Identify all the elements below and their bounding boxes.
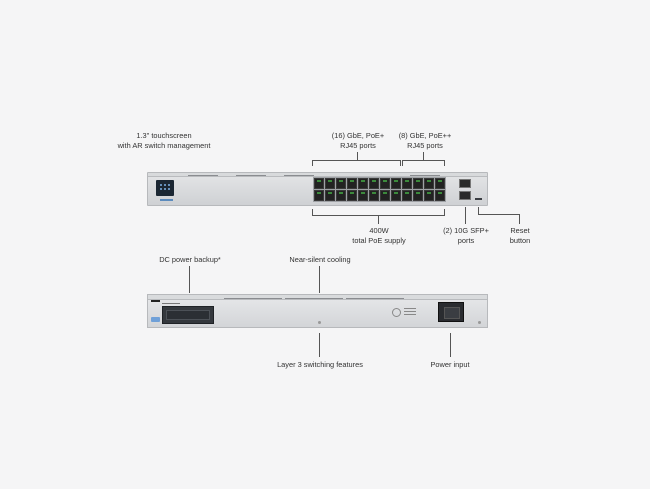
rj45-port[interactable] xyxy=(314,190,324,201)
rj45-port[interactable] xyxy=(424,190,434,201)
front-top-edge xyxy=(148,173,487,177)
rj45-port[interactable] xyxy=(347,178,357,189)
gbe-poe-label-line2: RJ45 ports xyxy=(340,141,376,150)
sfp-label-line1: (2) 10G SFP+ xyxy=(443,226,489,235)
back-top-edge xyxy=(148,295,487,300)
rj45-port[interactable] xyxy=(391,178,401,189)
ground-screw-icon xyxy=(478,321,481,324)
rj45-port[interactable] xyxy=(369,190,379,201)
ac-power-inlet[interactable] xyxy=(438,302,464,322)
poe-bracket-left xyxy=(312,160,313,166)
sfp-pointer-line xyxy=(465,207,466,224)
model-text-mark xyxy=(162,303,180,304)
poepp-bracket-left xyxy=(402,160,403,166)
rj45-port[interactable] xyxy=(314,178,324,189)
cooling-label: Near-silent cooling xyxy=(289,255,351,264)
rj45-port[interactable] xyxy=(435,178,445,189)
regulatory-text-mark xyxy=(404,308,416,309)
label-sticker xyxy=(151,300,160,302)
gbe-poepp-label: (8) GbE, PoE++ RJ45 ports xyxy=(392,131,458,151)
brand-logo-icon xyxy=(160,199,173,201)
touchscreen-label: 1.3" touchscreen with AR switch manageme… xyxy=(112,131,216,151)
rj45-port[interactable] xyxy=(380,190,390,201)
reset-pointer-drop xyxy=(478,207,479,215)
sfp-label: (2) 10G SFP+ ports xyxy=(440,226,492,246)
touchscreen-display[interactable] xyxy=(156,180,174,196)
reset-label: Reset button xyxy=(500,226,540,246)
rj45-port[interactable] xyxy=(413,190,423,201)
power-input-pointer xyxy=(450,333,451,357)
rj45-port-array xyxy=(313,177,446,202)
reset-pointer-run xyxy=(478,214,520,215)
touchscreen-label-line2: with AR switch management xyxy=(117,141,211,150)
poepp-bracket-right xyxy=(444,160,445,166)
poepp-bracket-top xyxy=(402,160,445,161)
rj45-port[interactable] xyxy=(347,190,357,201)
rj45-port[interactable] xyxy=(336,178,346,189)
rj45-port[interactable] xyxy=(358,190,368,201)
rj45-port[interactable] xyxy=(380,178,390,189)
dc-badge-icon xyxy=(151,317,160,322)
brand-logo-icon xyxy=(392,308,401,317)
cooling-pointer xyxy=(319,266,320,293)
poe-budget-label-line1: 400W xyxy=(369,226,389,235)
rj45-port[interactable] xyxy=(325,190,335,201)
reset-label-line2: button xyxy=(509,236,531,245)
rj45-port[interactable] xyxy=(435,190,445,201)
touchscreen-label-line1: 1.3" touchscreen xyxy=(136,131,192,140)
rj45-port[interactable] xyxy=(391,190,401,201)
gbe-poe-label-line1: (16) GbE, PoE+ xyxy=(331,131,385,140)
rj45-port[interactable] xyxy=(402,178,412,189)
dc-power-port[interactable] xyxy=(162,306,214,324)
vent-slot xyxy=(236,175,266,176)
reset-pointer-stem xyxy=(519,214,520,224)
layer3-pointer xyxy=(319,333,320,357)
vent-slot xyxy=(188,175,218,176)
rj45-port[interactable] xyxy=(325,178,335,189)
vent-slot xyxy=(285,298,343,299)
gbe-poe-label: (16) GbE, PoE+ RJ45 ports xyxy=(325,131,391,151)
sfp-port-group xyxy=(459,179,471,200)
gbe-poepp-label-line1: (8) GbE, PoE++ xyxy=(398,131,452,140)
rj45-port[interactable] xyxy=(369,178,379,189)
switch-front-panel xyxy=(147,172,488,206)
poe-bracket-right xyxy=(400,160,401,166)
gbe-poepp-label-line2: RJ45 ports xyxy=(407,141,443,150)
rj45-port[interactable] xyxy=(402,190,412,201)
poe-supply-bracket-stem xyxy=(378,215,379,224)
power-input-label: Power input xyxy=(430,360,470,369)
poe-bracket-stem xyxy=(357,152,358,160)
poe-budget-label: 400W total PoE supply xyxy=(340,226,418,246)
vent-slot xyxy=(224,298,282,299)
poe-supply-bracket-left xyxy=(312,209,313,215)
poe-budget-label-line2: total PoE supply xyxy=(352,236,406,245)
poepp-bracket-stem xyxy=(423,152,424,160)
screw-icon xyxy=(318,321,321,324)
dc-backup-pointer xyxy=(189,266,190,293)
vent-slot xyxy=(410,175,440,176)
switch-back-panel xyxy=(147,294,488,328)
sfp-port[interactable] xyxy=(459,191,471,200)
rj45-port[interactable] xyxy=(413,178,423,189)
rj45-port[interactable] xyxy=(424,178,434,189)
layer3-label: Layer 3 switching features xyxy=(277,360,363,369)
vent-slot xyxy=(346,298,404,299)
sfp-label-line2: ports xyxy=(457,236,475,245)
reset-button[interactable] xyxy=(475,198,482,200)
reset-label-line1: Reset xyxy=(510,226,530,235)
vent-slot xyxy=(284,175,314,176)
dc-backup-label: DC power backup* xyxy=(159,255,221,264)
poe-supply-bracket-right xyxy=(444,209,445,215)
rj45-port[interactable] xyxy=(336,190,346,201)
rj45-port[interactable] xyxy=(358,178,368,189)
sfp-port[interactable] xyxy=(459,179,471,188)
poe-bracket-top xyxy=(312,160,401,161)
